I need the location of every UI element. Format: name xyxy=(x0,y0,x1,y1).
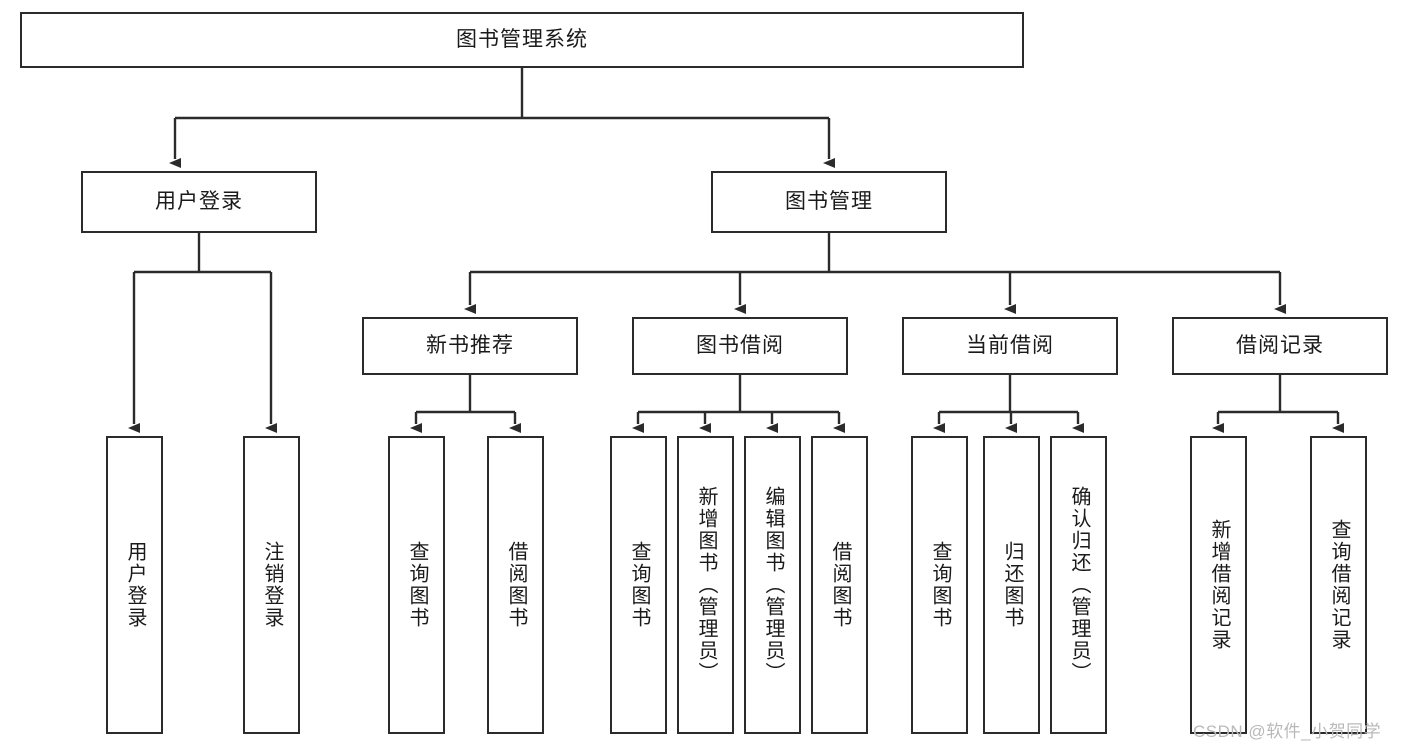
node-level3-label: 当前借阅 xyxy=(966,334,1054,358)
node-level3-2[interactable]: 当前借阅 xyxy=(902,317,1118,375)
node-leaf-12[interactable]: 查询借阅记录 xyxy=(1310,436,1367,734)
node-leaf-11[interactable]: 新增借阅记录 xyxy=(1190,436,1247,734)
node-level2-1[interactable]: 图书管理 xyxy=(711,171,947,233)
node-level2-label: 用户登录 xyxy=(155,190,243,214)
node-leaf-label: 新增图书（管理员） xyxy=(695,486,717,684)
node-root[interactable]: 图书管理系统 xyxy=(20,12,1024,68)
node-level3-label: 新书推荐 xyxy=(426,334,514,358)
node-leaf-1[interactable]: 注销登录 xyxy=(243,436,300,734)
node-leaf-label: 归还图书 xyxy=(1001,541,1023,629)
node-leaf-3[interactable]: 借阅图书 xyxy=(487,436,544,734)
node-level3-label: 借阅记录 xyxy=(1236,334,1324,358)
node-leaf-5[interactable]: 新增图书（管理员） xyxy=(677,436,734,734)
node-leaf-label: 借阅图书 xyxy=(505,541,527,629)
node-leaf-9[interactable]: 归还图书 xyxy=(983,436,1040,734)
csdn-watermark: CSDN @软件_小贺同学 xyxy=(1193,722,1382,741)
node-level2-label: 图书管理 xyxy=(785,190,873,214)
node-leaf-2[interactable]: 查询图书 xyxy=(388,436,445,734)
node-leaf-0[interactable]: 用户登录 xyxy=(106,436,163,734)
node-leaf-7[interactable]: 借阅图书 xyxy=(811,436,868,734)
node-leaf-label: 用户登录 xyxy=(124,541,146,629)
node-leaf-4[interactable]: 查询图书 xyxy=(610,436,667,734)
node-leaf-6[interactable]: 编辑图书（管理员） xyxy=(744,436,801,734)
node-leaf-label: 查询图书 xyxy=(406,541,428,629)
node-level2-0[interactable]: 用户登录 xyxy=(81,171,317,233)
node-level3-label: 图书借阅 xyxy=(696,334,784,358)
node-leaf-10[interactable]: 确认归还（管理员） xyxy=(1050,436,1107,734)
node-leaf-label: 查询图书 xyxy=(929,541,951,629)
node-leaf-label: 确认归还（管理员） xyxy=(1068,486,1090,684)
node-level3-3[interactable]: 借阅记录 xyxy=(1172,317,1388,375)
node-leaf-8[interactable]: 查询图书 xyxy=(911,436,968,734)
node-leaf-label: 注销登录 xyxy=(261,541,283,629)
node-leaf-label: 查询借阅记录 xyxy=(1328,519,1350,651)
node-level3-1[interactable]: 图书借阅 xyxy=(632,317,848,375)
node-leaf-label: 编辑图书（管理员） xyxy=(762,486,784,684)
node-root-label: 图书管理系统 xyxy=(456,28,588,52)
node-leaf-label: 查询图书 xyxy=(628,541,650,629)
node-leaf-label: 借阅图书 xyxy=(829,541,851,629)
node-level3-0[interactable]: 新书推荐 xyxy=(362,317,578,375)
node-leaf-label: 新增借阅记录 xyxy=(1208,519,1230,651)
